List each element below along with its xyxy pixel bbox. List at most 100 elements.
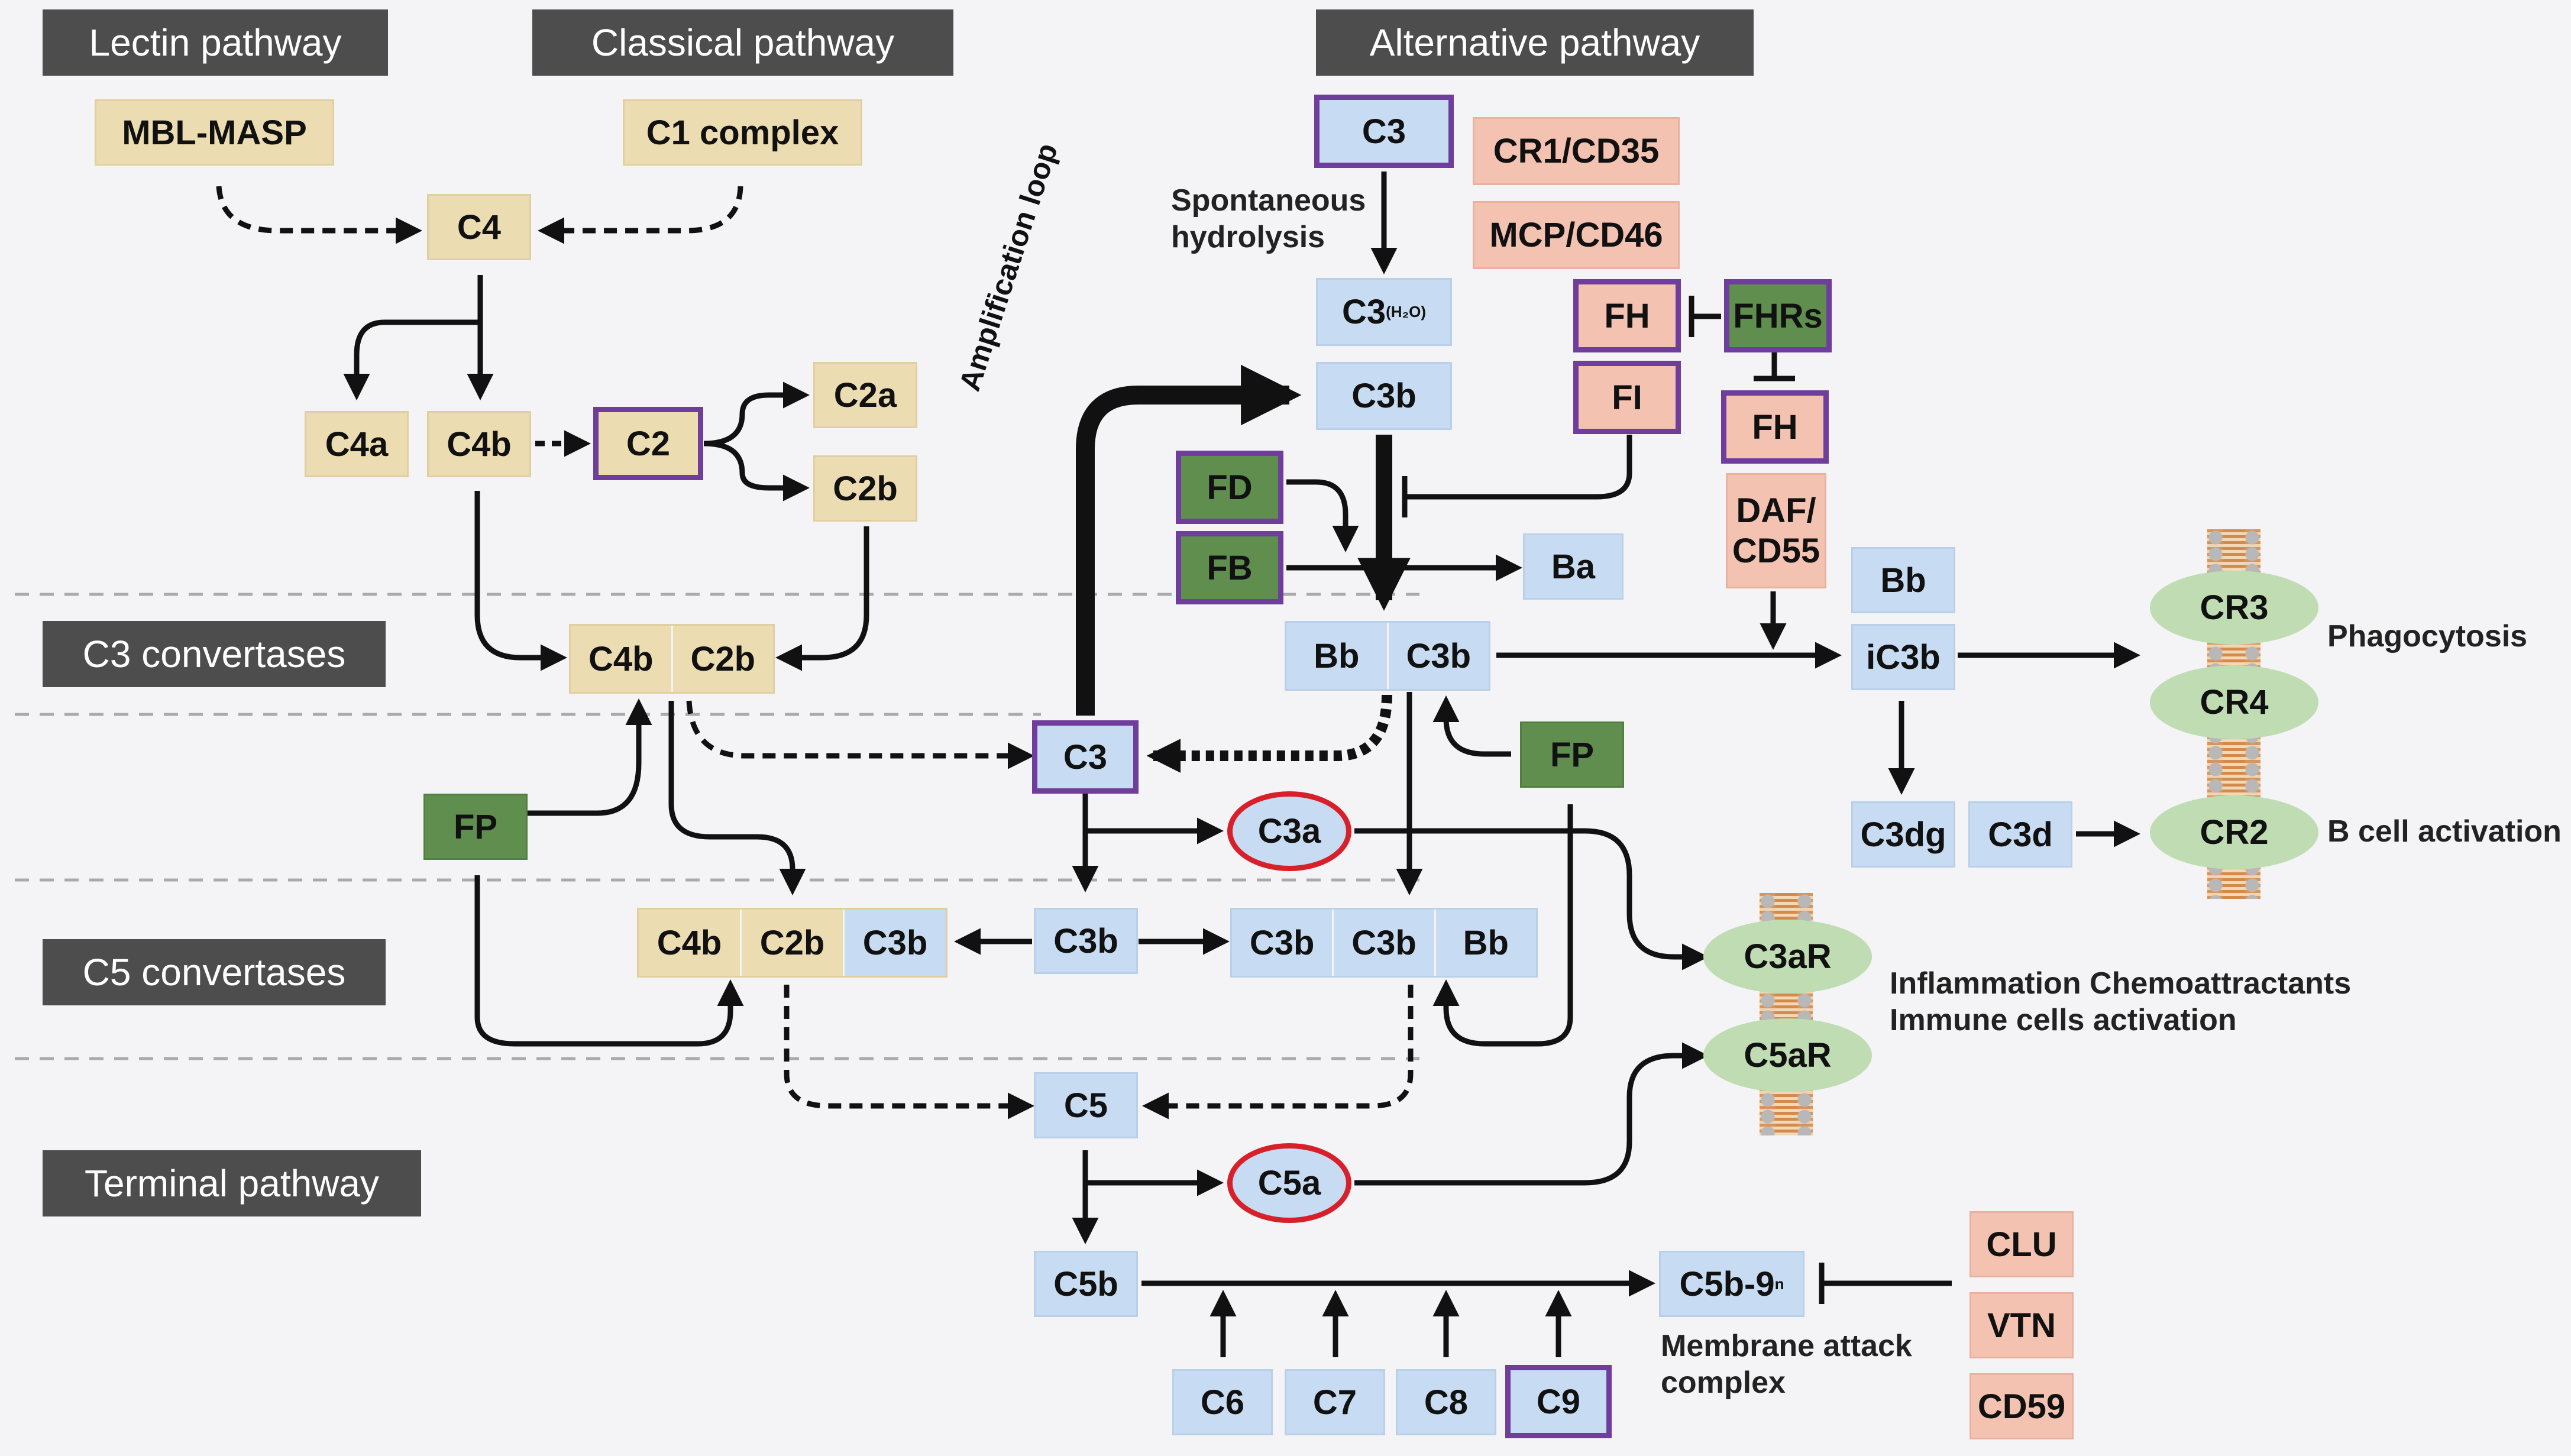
c5conv-part-c2b: C2b	[740, 910, 843, 976]
node-vtn: VTN	[1970, 1292, 2074, 1358]
node-daf-cd55: DAF/ CD55	[1726, 473, 1826, 588]
daf-line1: DAF/	[1736, 491, 1816, 530]
inhibit-clu-mac	[1819, 1263, 1952, 1304]
label-inflammation-line2: Immune cells activation	[1890, 1003, 2237, 1037]
c4b-c2b-part-c4b: C4b	[588, 639, 654, 678]
node-mbl-masp: MBL-MASP	[95, 99, 334, 166]
node-fh: FH	[1573, 279, 1681, 352]
label-mac-line1: Membrane attack	[1661, 1329, 1912, 1363]
label-spontaneous: Spontaneous	[1171, 183, 1366, 218]
arrow-c5a-c5ar	[1354, 1042, 1709, 1186]
header-classical-pathway: Classical pathway	[532, 9, 953, 76]
node-c3-alt: C3	[1314, 95, 1454, 168]
bbc3b-part-c3b: C3b	[1386, 623, 1489, 689]
node-bb-right: Bb	[1851, 547, 1955, 613]
node-c8: C8	[1396, 1369, 1496, 1435]
node-ic3b: iC3b	[1851, 624, 1955, 690]
node-c2a: C2a	[813, 362, 917, 428]
receptor-cr2: CR2	[2150, 795, 2318, 869]
c3h2o-label: C3	[1341, 293, 1386, 331]
node-bb-c3b: Bb C3b	[1285, 621, 1490, 691]
label-phagocytosis: Phagocytosis	[2327, 619, 2528, 653]
node-c3b-alt: C3b	[1316, 362, 1452, 430]
node-mcp-cd46: MCP/CD46	[1473, 201, 1680, 269]
arrow-c2b-c4bc2b	[775, 526, 869, 671]
c5conv-part-c3b: C3b	[843, 910, 946, 976]
label-spontaneous-hydrolysis: Spontaneous hydrolysis	[1171, 182, 1366, 255]
node-c3d: C3d	[1968, 801, 2072, 868]
label-inflammation-line1: Inflammation Chemoattractants	[1890, 966, 2352, 1001]
node-c3dg: C3dg	[1851, 801, 1955, 868]
node-c2b: C2b	[813, 455, 917, 522]
node-c5: C5	[1034, 1072, 1138, 1138]
header-alternative-pathway: Alternative pathway	[1316, 9, 1754, 76]
bbc3b-part-bb: Bb	[1314, 636, 1360, 675]
c3h2o-subscript: (H₂O)	[1386, 303, 1427, 321]
arrow-c5conv-c5-left	[784, 985, 1034, 1119]
node-ba: Ba	[1523, 533, 1624, 600]
arrow-c4-c4a	[343, 275, 483, 400]
node-fh-2: FH	[1721, 390, 1829, 464]
receptor-c5ar: C5aR	[1703, 1018, 1872, 1092]
node-c4b-c2b: C4b C2b	[569, 624, 775, 694]
arrow-fp-c5conv	[474, 875, 744, 1047]
receptor-c3ar: C3aR	[1703, 920, 1872, 994]
arrow-mblmasp-c4	[216, 186, 422, 244]
arrow-c2-c2a	[703, 381, 810, 446]
inhibit-fhrs-fh2	[1754, 349, 1795, 381]
node-c5b: C5b	[1034, 1251, 1138, 1317]
header-lectin-pathway: Lectin pathway	[43, 9, 388, 76]
node-fp-right: FP	[1520, 721, 1624, 788]
node-clu: CLU	[1970, 1211, 2074, 1277]
node-c3-h2o: C3(H₂O)	[1316, 278, 1452, 346]
node-c5a: C5a	[1227, 1143, 1351, 1223]
node-c6: C6	[1172, 1369, 1273, 1435]
c5conv-alt-part-bb: Bb	[1434, 910, 1536, 976]
arrow-bbc3b-c3	[1146, 694, 1392, 773]
node-fhrs: FHRs	[1724, 279, 1832, 352]
arrow-fd-fb	[1286, 479, 1359, 552]
label-mac-line2: complex	[1661, 1366, 1786, 1400]
arrow-c1-c4	[538, 186, 743, 244]
inhibit-fhrs-fh	[1689, 296, 1721, 337]
node-c2: C2	[593, 407, 703, 480]
node-c3b-center: C3b	[1034, 908, 1138, 974]
c5b9n-subscript: n	[1774, 1274, 1784, 1293]
c5conv-alt-part-c3b-1: C3b	[1249, 923, 1315, 962]
c5b9n-label: C5b-9	[1679, 1264, 1775, 1303]
arrow-c2-c2b	[703, 441, 810, 501]
arrow-fp-bbc3b	[1432, 695, 1511, 757]
label-inflammation: Inflammation Chemoattractants Immune cel…	[1890, 965, 2351, 1038]
node-cr1-cd35: CR1/CD35	[1473, 117, 1680, 185]
header-c3-convertases: C3 convertases	[43, 621, 386, 687]
arrow-c4bc2b-c5conv	[668, 701, 806, 895]
label-membrane-attack: Membrane attack complex	[1661, 1328, 1912, 1401]
receptor-cr4: CR4	[2150, 665, 2318, 739]
node-c4b: C4b	[427, 411, 531, 477]
node-c9: C9	[1505, 1365, 1612, 1438]
header-c5-convertases: C5 convertases	[43, 939, 386, 1005]
arrow-c4bc2b-c3	[686, 700, 1034, 769]
node-c1-complex: C1 complex	[623, 99, 862, 166]
node-c4b-c2b-c3b: C4b C2b C3b	[637, 908, 947, 978]
node-fi: FI	[1573, 361, 1681, 434]
node-fp-left: FP	[423, 794, 528, 860]
arrow-c5conv-c5-right	[1142, 985, 1414, 1119]
node-c3b-c3b-bb: C3b C3b Bb	[1230, 908, 1538, 978]
amplification-loop-arrow	[1076, 364, 1302, 716]
c4b-c2b-part-c2b: C2b	[671, 626, 774, 692]
inhibit-fi	[1402, 435, 1632, 517]
node-c4a: C4a	[305, 411, 409, 477]
daf-line2: CD55	[1732, 531, 1820, 570]
header-terminal-pathway: Terminal pathway	[43, 1150, 421, 1216]
label-b-cell-activation: B cell activation	[2327, 814, 2562, 849]
node-c3-central: C3	[1032, 720, 1139, 794]
arrow-c3a-c3ar	[1354, 828, 1709, 970]
node-fd: FD	[1176, 451, 1283, 524]
arrow-fp-c4bc2b	[526, 698, 652, 816]
label-hydrolysis: hydrolysis	[1171, 220, 1325, 254]
c5conv-part-c4b: C4b	[657, 923, 722, 962]
